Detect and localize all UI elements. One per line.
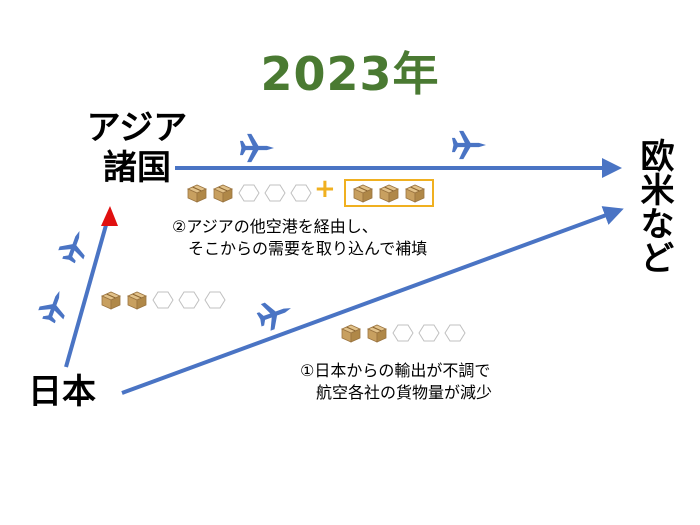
note-asia-route-line-2: そこからの需要を取り込んで補填 — [188, 239, 428, 258]
empty-hexagon-icon — [444, 324, 466, 342]
note-japan-route: ①日本からの輸出が不調で 航空各社の貨物量が減少 — [300, 360, 492, 404]
cargo-level-japan-to-west — [340, 323, 466, 343]
cardboard-box-icon — [187, 184, 207, 203]
cardboard-box-icon — [341, 324, 361, 343]
empty-hexagon-icon — [264, 184, 286, 202]
cargo-level-asia-extra — [344, 179, 434, 207]
empty-hexagon-icon — [152, 291, 174, 309]
cardboard-box-icon — [353, 184, 373, 203]
empty-hexagon-icon — [290, 184, 312, 202]
plus-sign: + — [314, 174, 336, 204]
airplane-icon — [452, 130, 486, 160]
note-japan-route-line-2: 航空各社の貨物量が減少 — [316, 383, 493, 402]
route-japan-to-asia — [64, 217, 110, 368]
empty-hexagon-icon — [204, 291, 226, 309]
empty-hexagon-icon — [178, 291, 200, 309]
region-japan-label: 日本 — [28, 372, 96, 412]
route-japan-to-asia-arrowhead — [101, 206, 118, 226]
route-japan-to-west — [121, 206, 624, 395]
region-asia-line-1: アジア — [86, 108, 188, 148]
note-japan-route-line-1: ①日本からの輸出が不調で — [300, 361, 491, 380]
note-asia-route: ②アジアの他空港を経由し、 そこからの需要を取り込んで補填 — [172, 216, 427, 260]
cardboard-box-icon — [379, 184, 399, 203]
page-title: 2023年 — [260, 47, 440, 101]
airplane-icon — [55, 226, 93, 266]
empty-hexagon-icon — [238, 184, 260, 202]
cargo-level-asia-to-west — [186, 183, 312, 203]
note-asia-route-line-1: ②アジアの他空港を経由し、 — [172, 217, 378, 236]
cardboard-box-icon — [213, 184, 233, 203]
region-asia-line-2: 諸国 — [103, 148, 171, 188]
region-west-label: 欧米など — [634, 138, 674, 274]
cardboard-box-icon — [101, 291, 121, 310]
region-asia-label: アジア 諸国 — [72, 108, 202, 188]
cardboard-box-icon — [367, 324, 387, 343]
empty-hexagon-icon — [418, 324, 440, 342]
empty-hexagon-icon — [392, 324, 414, 342]
airplane-icon — [35, 286, 73, 326]
cargo-level-japan-to-asia — [100, 290, 226, 310]
cardboard-box-icon — [127, 291, 147, 310]
airplane-icon — [240, 133, 274, 163]
airplane-icon — [254, 294, 296, 334]
cardboard-box-icon — [405, 184, 425, 203]
